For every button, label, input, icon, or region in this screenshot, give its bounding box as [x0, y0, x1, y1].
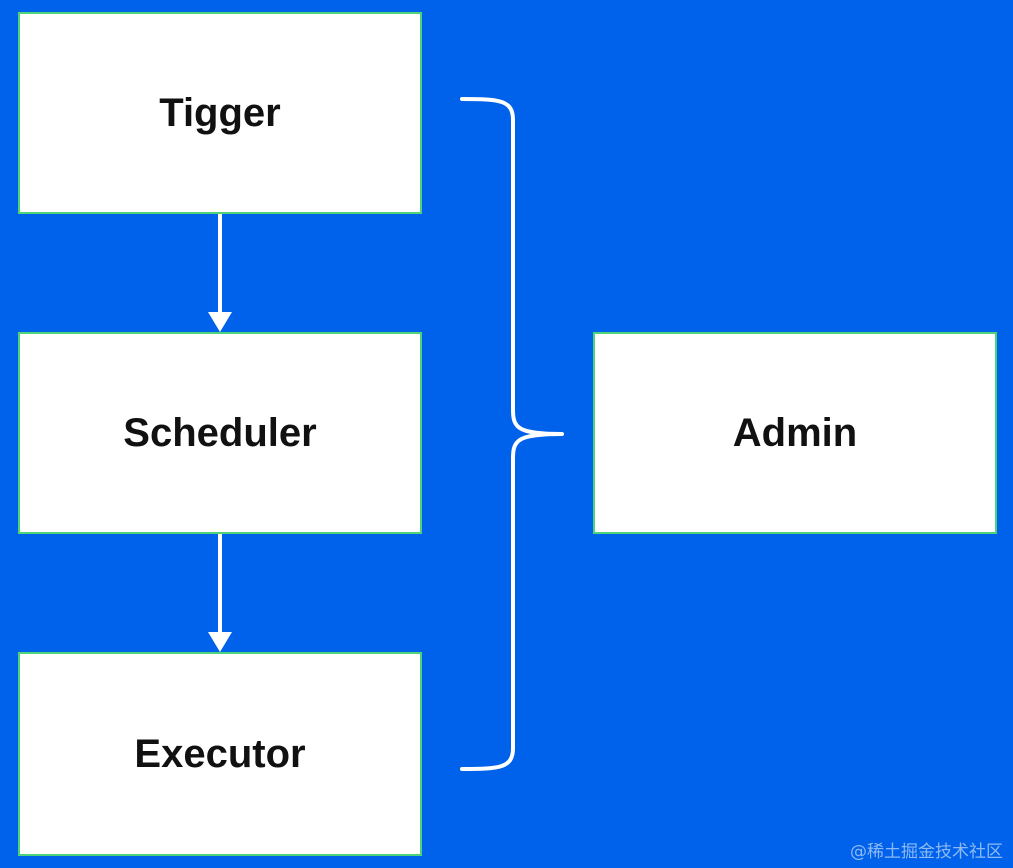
executor-label: Executor: [134, 731, 306, 776]
arrow-scheduler-to-executor: [208, 534, 232, 652]
watermark: @稀土掘金技术社区: [850, 842, 1003, 862]
grouping-brace: [460, 97, 564, 771]
tigger-box: Tigger: [18, 12, 422, 214]
admin-box: Admin: [593, 332, 997, 534]
scheduler-label: Scheduler: [123, 410, 317, 455]
arrow-tigger-to-scheduler: [208, 214, 232, 332]
admin-label: Admin: [732, 410, 858, 455]
executor-box: Executor: [18, 652, 422, 856]
tigger-label: Tigger: [159, 90, 281, 135]
scheduler-box: Scheduler: [18, 332, 422, 534]
